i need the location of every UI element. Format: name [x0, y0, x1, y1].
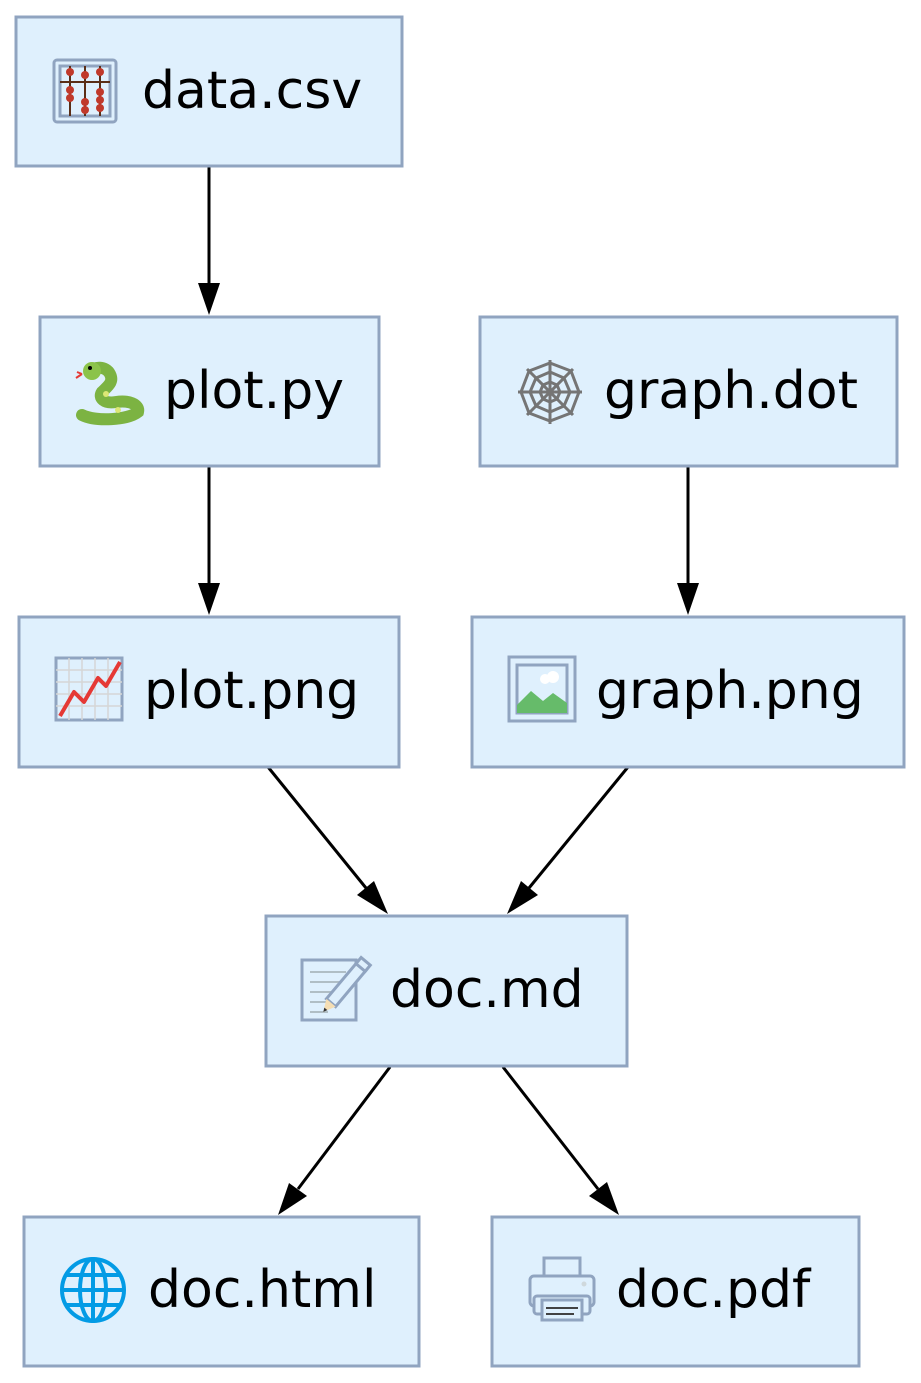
edge-graph-dot-to-graph-png	[677, 466, 699, 615]
node-label: doc.md	[390, 960, 584, 1020]
node-graph-png[interactable]: graph.png	[470, 615, 906, 769]
edge-doc-md-to-doc-html	[278, 1066, 392, 1215]
edge-plot-png-to-doc-md	[266, 766, 388, 914]
spiderweb-icon	[518, 360, 582, 424]
node-data-csv[interactable]: data.csv	[14, 15, 404, 168]
abacus-icon	[52, 58, 118, 124]
node-label: doc.html	[148, 1260, 376, 1320]
edge-plot-py-to-plot-png	[198, 466, 220, 615]
node-label: graph.png	[596, 661, 864, 721]
node-label: data.csv	[142, 61, 362, 121]
node-graph-dot[interactable]: graph.dot	[478, 315, 899, 468]
node-label: graph.dot	[604, 361, 858, 421]
node-plot-png[interactable]: plot.png	[17, 615, 401, 769]
printer-icon	[528, 1256, 596, 1322]
snake-icon	[75, 361, 145, 426]
node-label: plot.png	[144, 661, 359, 721]
node-doc-pdf[interactable]: doc.pdf	[490, 1215, 861, 1368]
node-plot-py[interactable]: plot.py	[38, 315, 381, 468]
edge-graph-png-to-doc-md	[507, 766, 630, 914]
edge-data-csv-to-plot-py	[198, 167, 220, 315]
node-doc-html[interactable]: doc.html	[22, 1215, 421, 1368]
node-doc-md[interactable]: doc.md	[264, 914, 629, 1068]
framed-picture-icon	[507, 655, 577, 723]
edges	[198, 167, 699, 1215]
nodes: data.csv plot.py	[14, 15, 906, 1368]
memo-icon	[300, 955, 373, 1022]
globe-icon	[60, 1257, 126, 1323]
node-label: plot.py	[164, 361, 344, 421]
node-label: doc.pdf	[616, 1260, 812, 1320]
edge-doc-md-to-doc-pdf	[501, 1066, 619, 1215]
chart-increasing-icon	[54, 656, 124, 722]
